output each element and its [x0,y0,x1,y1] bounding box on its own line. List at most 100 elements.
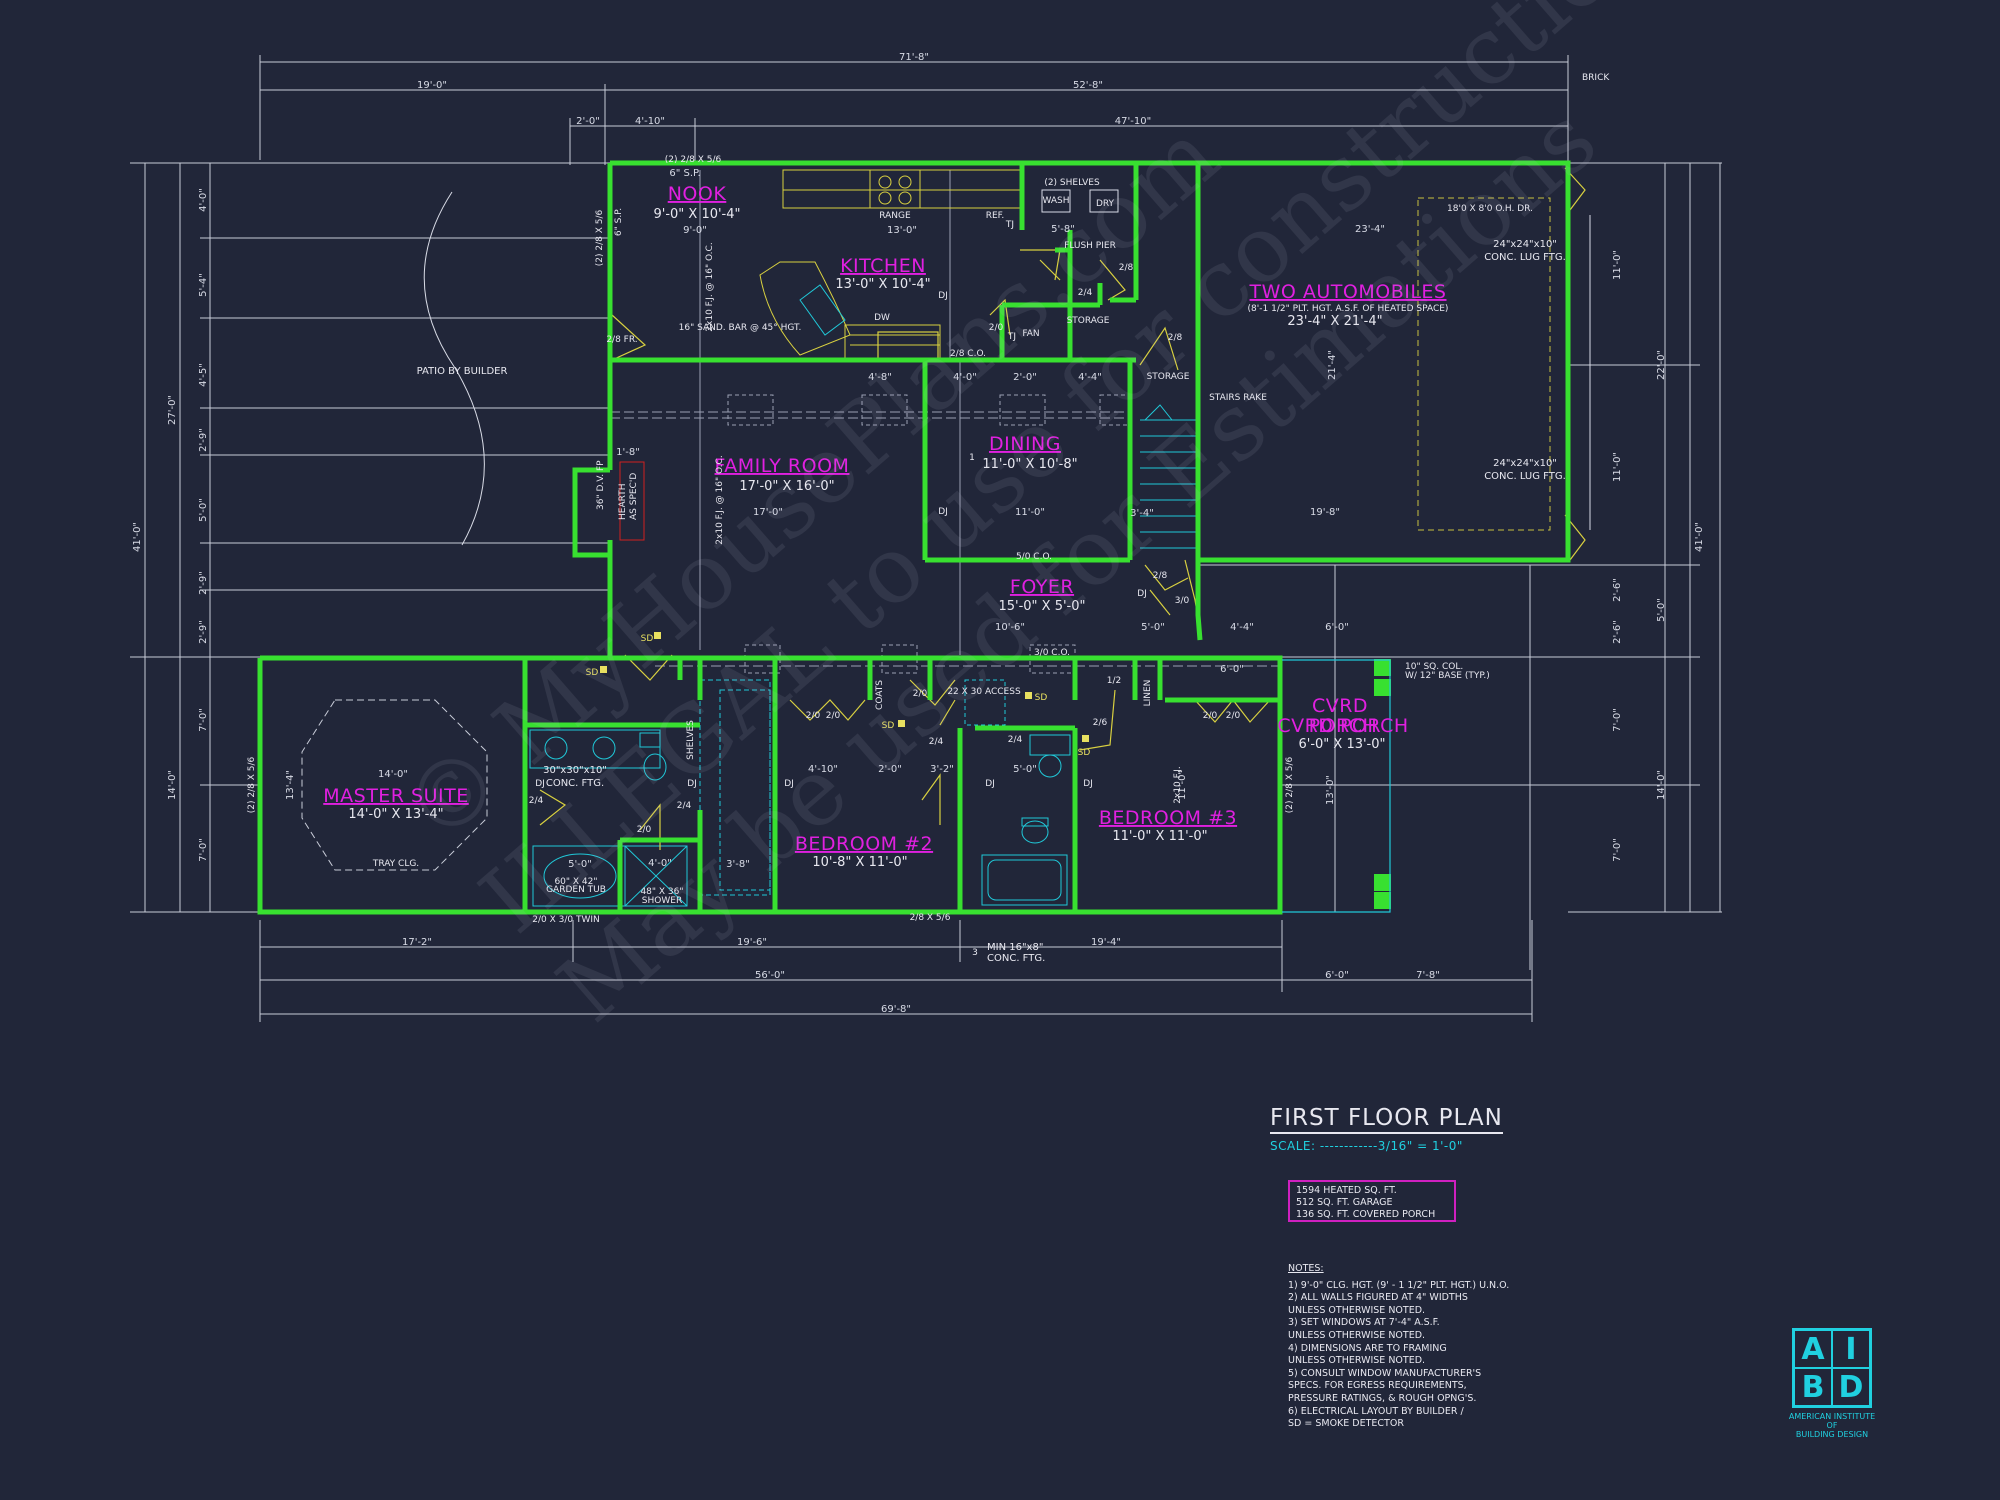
access-label: 22 X 30 ACCESS [947,687,1021,697]
fp-label: 36" D.V. FP [596,460,606,510]
room-bed2-name: BEDROOM #2 [795,833,933,855]
code-tj-2: TJ [1007,332,1016,342]
smoke-detectors [600,632,1089,742]
code-d24-5: 2/4 [1008,735,1023,745]
note-line: SD = SMOKE DETECTOR [1288,1418,1404,1430]
code-d28-2: 2/8 [1168,333,1183,343]
logo-letter-b: B [1794,1368,1832,1406]
code-dj-5: DJ [687,779,697,789]
garage-door-label: 18'0 X 8'0 O.H. DR. [1447,204,1533,214]
code-fj2: 2x10 F.J. @ 16" O.C. [715,455,725,544]
plan-title: FIRST FLOOR PLAN [1270,1105,1503,1134]
note-line: 4) DIMENSIONS ARE TO FRAMING [1288,1342,1447,1354]
room-family-name: FAMILY ROOM [715,455,850,477]
dim-50b: 5'-0" [1013,764,1037,775]
ftg3b-label: CONC. FTG. [546,778,604,789]
note-line: UNLESS OTHERWISE NOTED. [1288,1355,1426,1367]
code-d20-1: 2/0 [989,323,1004,333]
room-garage-size: 23'-4" X 21'-4" [1287,314,1382,329]
logo-text: AMERICAN INSTITUTE OF BUILDING DESIGN [1778,1412,1886,1439]
dim-top-right: 52'-8" [1073,80,1103,91]
code-hdr3: (2) 2/8 X 5/6 [247,756,257,813]
dim-mst-h: 13'-4" [285,770,296,800]
dim-right-3: 2'-6" [1612,578,1623,602]
code-dj-8: DJ [1083,779,1093,789]
note-line: 1) 9'-0" CLG. HGT. (9' - 1 1/2" PLT. HGT… [1288,1279,1510,1291]
room-master-name: MASTER SUITE [323,785,469,807]
interior-dimensions: 23'-4" 19'-8" 21'-4" 13'-0" 9'-0" 17'-0"… [285,168,1385,870]
shower-label: 48" X 36" [640,887,683,897]
logo-letter-d: D [1832,1368,1870,1406]
dim-left-5: 5'-0" [198,498,209,522]
dim-din-w: 11'-0" [1015,507,1045,518]
note-line: 6) ELECTRICAL LAYOUT BY BUILDER / [1288,1405,1464,1417]
room-porch-size: 6'-0" X 13'-0" [1298,737,1385,752]
wash-label: WASH [1042,196,1069,206]
code-hdr4: 2/8 X 5/6 [910,913,951,923]
area-heated: 1594 HEATED SQ. FT. [1296,1185,1397,1196]
stairs-label: STAIRS RAKE [1209,393,1267,403]
code-dj-2: DJ [938,507,948,517]
dim-right-c: 14'-0" [1656,770,1667,800]
flush-pier-label: FLUSH PIER [1064,241,1116,251]
room-nook-name: NOOK [668,183,727,205]
code-sd-2: SD [586,668,599,678]
dim-top-left: 19'-0" [417,80,447,91]
room-kitchen-name: KITCHEN [840,255,926,277]
dim-left-total: 41'-0" [132,522,143,552]
code-h1: 1 [969,453,975,463]
dim-bottom-total: 69'-8" [881,1004,911,1015]
code-d28f: 2/8 FR. [606,335,637,345]
dw-label: DW [874,313,890,323]
code-h3: 3 [972,948,978,958]
tub-label: 60" X 42" [554,877,597,887]
room-family-size: 17'-0" X 16'-0" [739,479,834,494]
dim-right-total: 41'-0" [1694,522,1705,552]
dim-bottom-d: 56'-0" [755,970,785,981]
dim-40: 4'-0" [953,372,977,383]
dim-garage-w2: 19'-8" [1310,507,1340,518]
note-line: UNLESS OTHERWISE NOTED. [1288,1304,1426,1316]
code-d28co: 2/8 C.O. [950,349,986,359]
code-d50co: 5/0 C.O. [1016,552,1052,562]
dimension-labels: 71'-8" 19'-0" 52'-8" 2'-0" 4'-10" 47'-10… [132,52,1705,1015]
code-fj3: 2x10 F.J. [1173,766,1183,803]
room-garage-sub: (8'-1 1/2" PLT. HGT. A.S.F. OF HEATED SP… [1248,304,1449,314]
dim-right-5: 7'-0" [1612,708,1623,732]
code-sd-5: SD [1078,748,1091,758]
shower2-label: SHOWER [642,896,682,906]
room-bed3-name: BEDROOM #3 [1099,807,1237,829]
dim-40b: 4'-0" [648,858,672,869]
dim-left-4: 2'-9" [198,428,209,452]
code-d28-1: 2/8 [1119,263,1134,273]
misc-labels: PATIO BY BUILDER RANGE REF. DW (2) SHELV… [372,73,1611,964]
tray-label: TRAY CLG. [372,859,419,869]
brick-label: BRICK [1582,73,1610,83]
dim-left-6: 2'-9" [198,571,209,595]
dim-bottom-b: 19'-6" [737,937,767,948]
storage2-label: STORAGE [1147,372,1190,382]
dim-48: 4'-8" [868,372,892,383]
dim-right-a: 22'-0" [1656,350,1667,380]
bar-label: 16" SAND. BAR @ 45° HGT. [679,323,802,333]
code-d24-1: 2/4 [1078,288,1093,298]
room-porch-name: CVRD PORCH [1277,715,1408,737]
code-d30co: 3/0 C.O. [1034,648,1070,658]
notes-block: NOTES: 1) 9'-0" CLG. HGT. (9' - 1 1/2" P… [1288,1263,1548,1431]
room-foyer-name: FOYER [1010,576,1074,598]
code-shelves: SHELVES [686,720,696,760]
dim-right-1: 11'-0" [1612,250,1623,280]
code-hdr6: (2) 2/8 X 5/6 [1285,756,1295,813]
room-bed2-size: 10'-8" X 11'-0" [812,855,907,870]
note-line: 3) SET WINDOWS AT 7'-4" A.S.F. [1288,1317,1440,1329]
dim-b2-w3: 3'-2" [930,764,954,775]
conc-label: MIN 16"x8" [987,942,1043,953]
title-block: FIRST FLOOR PLAN SCALE: ------------3/16… [1270,1105,1670,1153]
room-labels: NOOK 9'-0" X 10'-4" KITCHEN 13'-0" X 10'… [323,183,1448,870]
code-sd-3: SD [882,721,895,731]
code-d26: 2/6 [1093,718,1108,728]
dim-garage-w: 23'-4" [1355,224,1385,235]
dim-50: 5'-0" [568,859,592,870]
dim-top2-a: 2'-0" [576,116,600,127]
